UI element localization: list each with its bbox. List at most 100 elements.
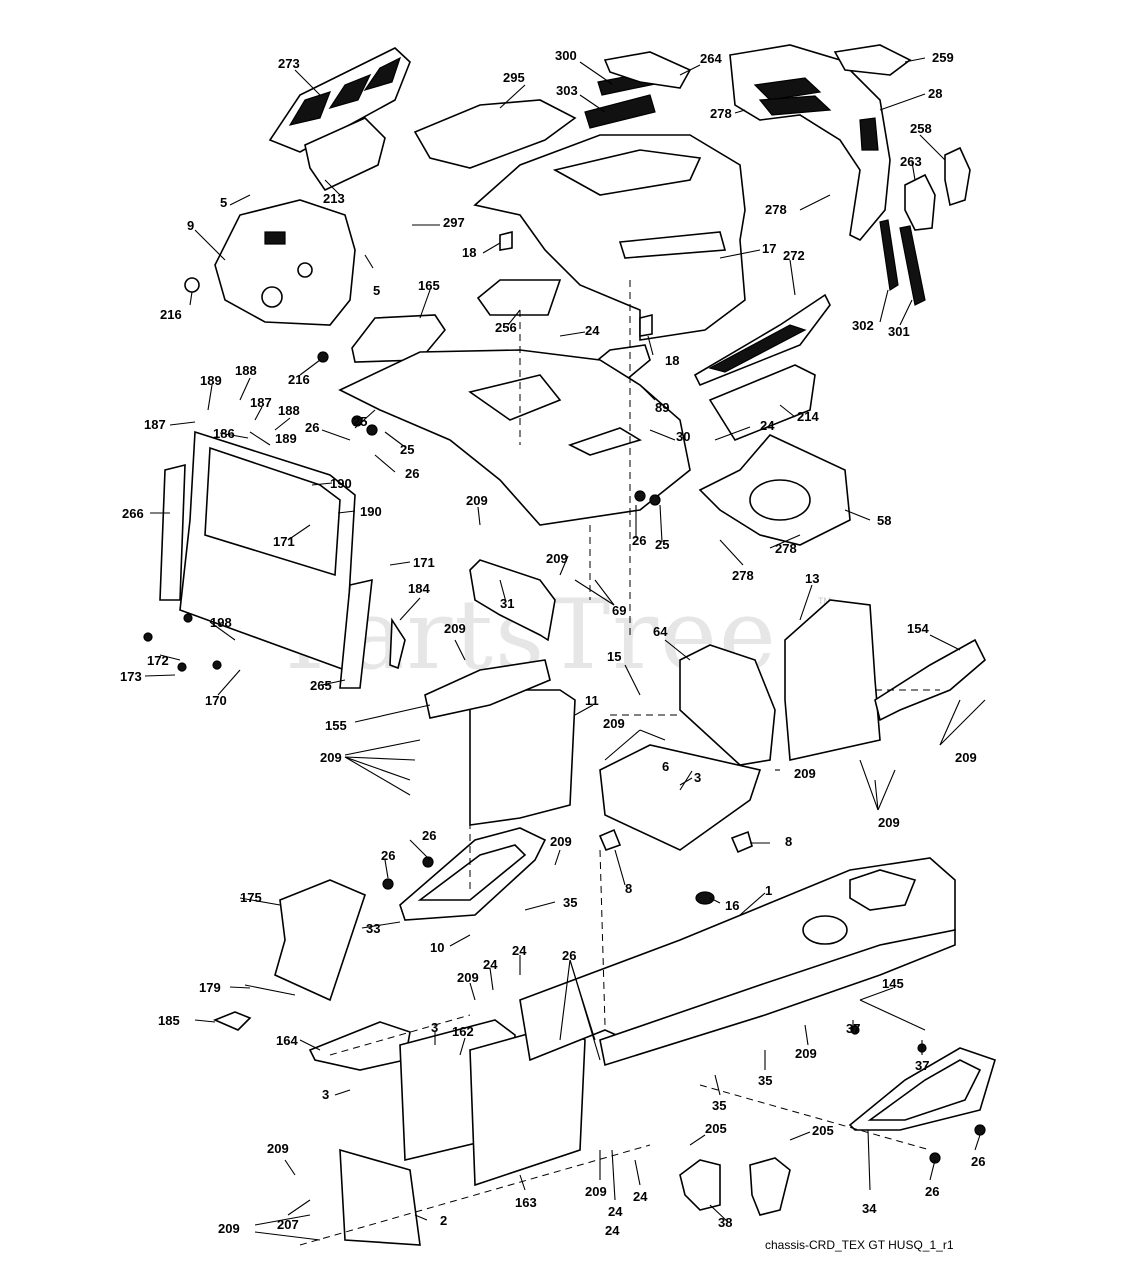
callout-35: 35 xyxy=(563,895,577,910)
callout-35: 35 xyxy=(712,1098,726,1113)
callout-264: 264 xyxy=(700,51,722,66)
callout-278: 278 xyxy=(710,106,732,121)
callout-26: 26 xyxy=(305,420,319,435)
callout-216: 216 xyxy=(288,372,310,387)
part-216-knob-2 xyxy=(317,351,329,363)
part-64-cover xyxy=(679,644,776,766)
callout-25: 25 xyxy=(353,414,367,429)
callout-labels: 273 295 300 264 259 303 278 28 258 213 5… xyxy=(120,48,985,1238)
callout-9: 9 xyxy=(187,218,194,233)
callout-17: 17 xyxy=(762,241,776,256)
part-13-side-plate xyxy=(784,599,881,761)
callout-273: 273 xyxy=(278,56,300,71)
callout-209: 209 xyxy=(585,1184,607,1199)
callout-187: 187 xyxy=(144,417,166,432)
callout-209: 209 xyxy=(550,834,572,849)
part-263-light xyxy=(904,173,936,231)
callout-25: 25 xyxy=(400,442,414,457)
part-302-strip xyxy=(879,219,899,291)
callout-26: 26 xyxy=(422,828,436,843)
callout-209: 209 xyxy=(955,750,977,765)
callout-8: 8 xyxy=(625,881,632,896)
callout-37: 37 xyxy=(915,1058,929,1073)
callout-256: 256 xyxy=(495,320,517,335)
grille-slot xyxy=(758,95,832,116)
callout-24: 24 xyxy=(605,1223,620,1238)
callout-185: 185 xyxy=(158,1013,180,1028)
watermark-trademark: TM xyxy=(818,596,831,606)
part-214-panel xyxy=(708,364,816,441)
callout-3: 3 xyxy=(694,770,701,785)
part-258-lens xyxy=(944,146,971,207)
callout-26: 26 xyxy=(925,1184,939,1199)
callout-209: 209 xyxy=(795,1046,817,1061)
callout-278: 278 xyxy=(775,541,797,556)
callout-209: 209 xyxy=(878,815,900,830)
part-16-nut xyxy=(695,891,715,905)
part-175-cover xyxy=(274,879,366,1002)
callout-189: 189 xyxy=(200,373,222,388)
callout-31: 31 xyxy=(500,596,514,611)
callout-209: 209 xyxy=(218,1221,240,1236)
callout-171: 171 xyxy=(413,555,435,570)
callout-172: 172 xyxy=(147,653,169,668)
part-31-bracket xyxy=(469,559,556,642)
callout-1: 1 xyxy=(765,883,772,898)
part-11-dash-support xyxy=(469,689,576,826)
callout-272: 272 xyxy=(783,248,805,263)
leader-lines xyxy=(144,57,986,1241)
callout-301: 301 xyxy=(888,324,910,339)
callout-188: 188 xyxy=(278,403,300,418)
part-38-bracket-right xyxy=(749,1157,791,1216)
display xyxy=(264,231,286,245)
hood-vent xyxy=(552,149,702,196)
callout-259: 259 xyxy=(932,50,954,65)
callout-300: 300 xyxy=(555,48,577,63)
alignment-lines xyxy=(299,280,940,1246)
callout-24: 24 xyxy=(483,957,498,972)
callout-8: 8 xyxy=(785,834,792,849)
part-295-hood-panel xyxy=(413,99,577,169)
callout-24: 24 xyxy=(760,418,775,433)
callout-35: 35 xyxy=(758,1073,772,1088)
callout-18: 18 xyxy=(462,245,476,260)
callout-207: 207 xyxy=(277,1217,299,1232)
callout-24: 24 xyxy=(608,1204,623,1219)
part-18-clip xyxy=(499,230,513,251)
callout-302: 302 xyxy=(852,318,874,333)
part-164-guard xyxy=(308,1021,411,1071)
part-154-hitch xyxy=(874,638,986,722)
part-265-rail xyxy=(339,578,373,689)
callout-198: 198 xyxy=(210,615,232,630)
fender-opening-2 xyxy=(567,427,642,456)
fender-opening xyxy=(468,374,562,421)
callout-26: 26 xyxy=(381,848,395,863)
callout-165: 165 xyxy=(418,278,440,293)
grille-bars xyxy=(708,324,807,373)
callout-190: 190 xyxy=(360,504,382,519)
switch xyxy=(297,262,313,278)
callout-26: 26 xyxy=(632,533,646,548)
callout-33: 33 xyxy=(366,921,380,936)
callout-58: 58 xyxy=(877,513,891,528)
callout-26: 26 xyxy=(405,466,419,481)
part-8-clip xyxy=(598,828,622,852)
callout-209: 209 xyxy=(794,766,816,781)
callout-28: 28 xyxy=(928,86,942,101)
frame-hole xyxy=(802,915,848,945)
callout-24: 24 xyxy=(512,943,527,958)
callout-179: 179 xyxy=(199,980,221,995)
callout-188: 188 xyxy=(235,363,257,378)
callout-15: 15 xyxy=(607,649,621,664)
callout-184: 184 xyxy=(408,581,430,596)
part-273-light-strip xyxy=(268,47,411,153)
part-256-panel xyxy=(476,279,562,316)
callout-216: 216 xyxy=(160,307,182,322)
callout-11: 11 xyxy=(585,693,599,708)
callout-34: 34 xyxy=(862,1201,877,1216)
callout-263: 263 xyxy=(900,154,922,169)
callout-164: 164 xyxy=(276,1033,298,1048)
callout-209: 209 xyxy=(320,750,342,765)
callout-170: 170 xyxy=(205,693,227,708)
callout-209: 209 xyxy=(457,970,479,985)
